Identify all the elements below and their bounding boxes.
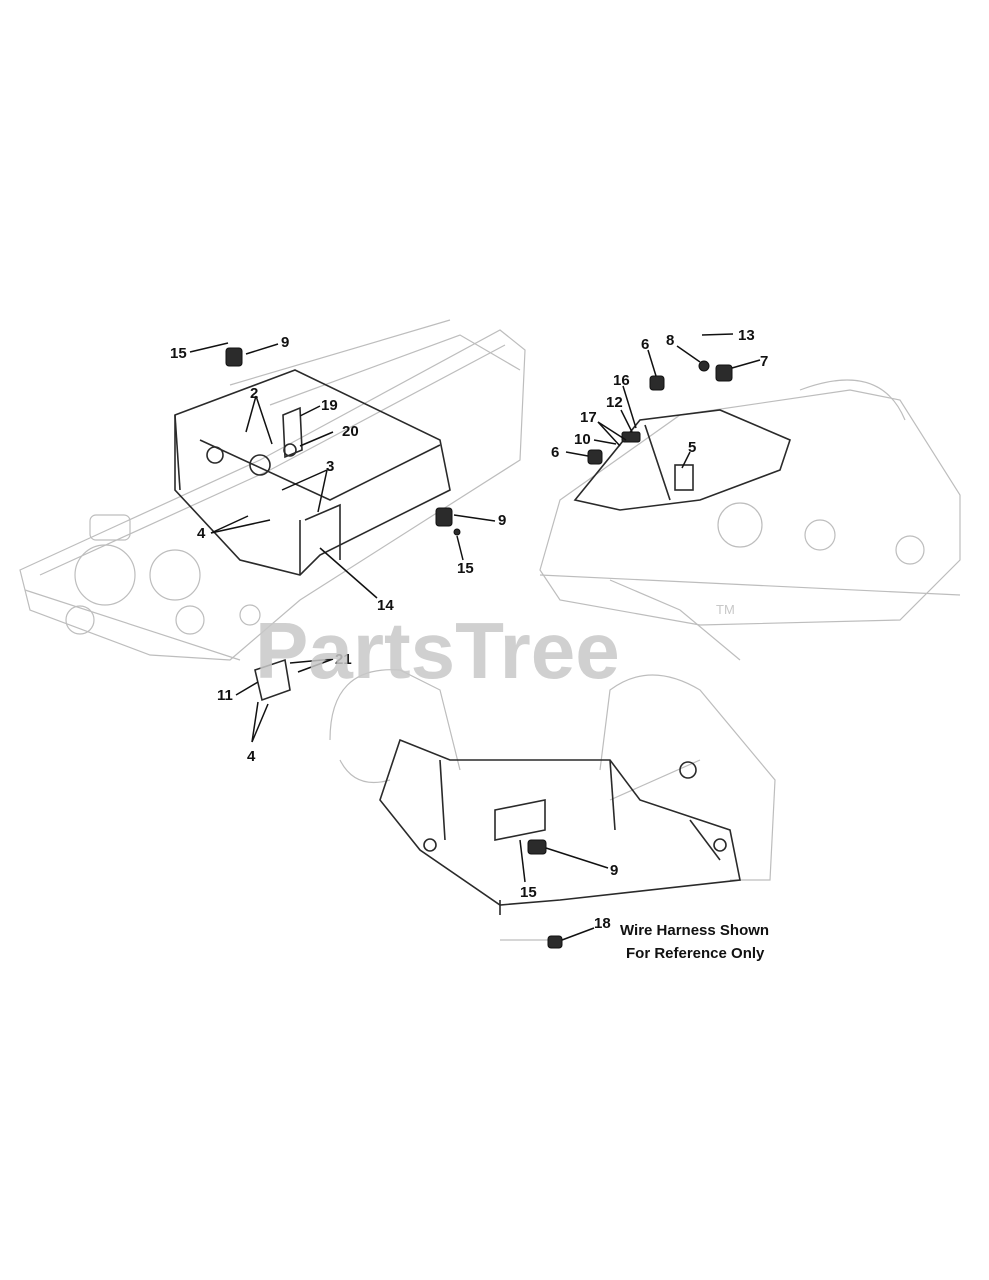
note-line-1: Wire Harness Shown (620, 922, 769, 939)
watermark-trademark: TM (716, 602, 735, 617)
callout-10: 10 (574, 431, 591, 448)
note-line-2: For Reference Only (626, 945, 765, 962)
callout-8: 8 (666, 332, 674, 349)
bottom-chassis-view (329, 669, 776, 941)
callout-18: 18 (594, 915, 611, 932)
callout-13: 13 (738, 327, 755, 344)
partstree-watermark: PartsTree (255, 606, 620, 695)
right-deck-view (539, 379, 961, 661)
callout-7: 7 (760, 353, 768, 370)
knob-6-left (587, 449, 603, 465)
callout-6-top: 6 (641, 336, 649, 353)
part-12-17 (621, 431, 641, 443)
callout-21: 21 (335, 651, 352, 668)
callout-19: 19 (321, 397, 338, 414)
callout-9-bottom: 9 (610, 862, 618, 879)
callout-3: 3 (326, 458, 334, 475)
left-frame-view (19, 319, 526, 702)
harness-connector-18 (547, 935, 563, 949)
callout-6-left: 6 (551, 444, 559, 461)
callout-11: 11 (217, 687, 233, 704)
knob-6-top (649, 375, 665, 391)
callout-9-mid: 9 (498, 512, 506, 529)
callout-14: 14 (377, 597, 394, 614)
knob-7 (715, 364, 733, 382)
callout-15-upper: 15 (170, 345, 187, 362)
callout-20: 20 (342, 423, 359, 440)
callout-15-mid: 15 (457, 560, 474, 577)
callout-15-bottom: 15 (520, 884, 537, 901)
leader-lines (189, 333, 761, 941)
callout-17: 17 (580, 409, 597, 426)
callout-2: 2 (250, 385, 258, 402)
connector-15-left (453, 528, 461, 536)
switch-9-bottom (527, 839, 547, 855)
callout-12: 12 (606, 394, 623, 411)
callout-16: 16 (613, 372, 630, 389)
switch-9-upper-left (225, 347, 243, 367)
callout-9-upper: 9 (281, 334, 289, 351)
callout-4-lower: 4 (247, 748, 256, 765)
switch-9-mid-left (435, 507, 453, 527)
callout-5: 5 (688, 439, 696, 456)
callout-4-upper: 4 (197, 525, 206, 542)
nut-8 (698, 360, 710, 372)
